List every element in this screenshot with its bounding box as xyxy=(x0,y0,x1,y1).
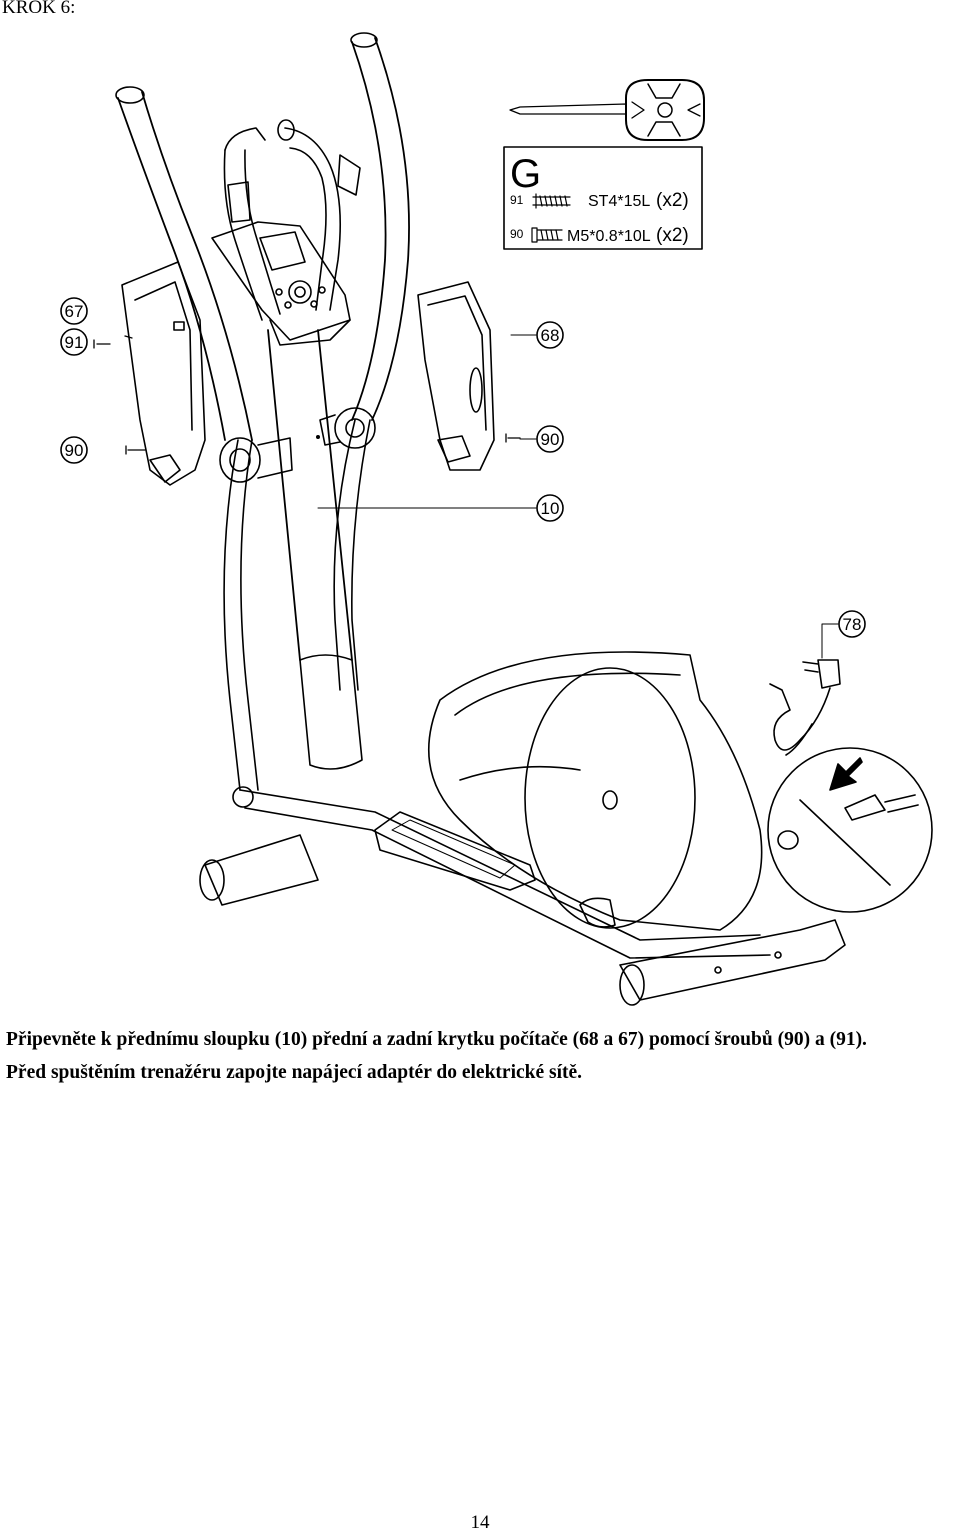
instruction-line: Před spuštěním trenažéru zapojte napájec… xyxy=(6,1062,583,1083)
part-callout-10: 10 xyxy=(536,494,564,522)
svg-text:10: 10 xyxy=(541,499,560,518)
screw-icon xyxy=(532,193,571,209)
kit-part-number: 91 xyxy=(510,193,524,207)
front-column xyxy=(267,329,363,770)
svg-text:78: 78 xyxy=(843,615,862,634)
kit-part-number: 90 xyxy=(510,227,524,241)
flywheel-housing xyxy=(428,651,763,931)
power-connection-detail xyxy=(767,747,933,913)
left-handlebar xyxy=(115,86,259,791)
right-handlebar xyxy=(333,32,410,691)
pedal xyxy=(374,811,616,928)
power-adapter-icon xyxy=(769,659,841,756)
wrench-tool-icon xyxy=(509,79,705,141)
bolt-icon xyxy=(531,227,563,243)
svg-text:90: 90 xyxy=(541,430,560,449)
console-cover-67 xyxy=(121,261,206,486)
part-callout-67: 67 xyxy=(60,297,88,325)
computer-console xyxy=(211,221,351,346)
svg-text:90: 90 xyxy=(65,441,84,460)
instructions: Připevněte k přednímu sloupku (10) předn… xyxy=(6,1023,956,1089)
kit-part-spec: M5*0.8*10L xyxy=(567,228,651,245)
hardware-kit-box: G 91 ST4*15L (x2) 90 M5*0.8*10L (x2) xyxy=(503,146,703,250)
kit-part-qty: (x2) xyxy=(656,190,689,211)
base-frame xyxy=(199,786,846,1006)
step-heading: KROK 6: xyxy=(2,0,76,18)
fixed-handlebar xyxy=(223,119,361,321)
leader-lines xyxy=(317,334,839,659)
instruction-line: Připevněte k přednímu sloupku (10) předn… xyxy=(6,1029,867,1050)
svg-text:67: 67 xyxy=(65,302,84,321)
page-number: 14 xyxy=(470,1512,490,1533)
kit-letter: G xyxy=(510,152,541,196)
kit-part-qty: (x2) xyxy=(656,225,689,246)
svg-text:68: 68 xyxy=(541,326,560,345)
part-callout-91: 91 xyxy=(60,328,88,356)
assembly-illustration: G 91 ST4*15L (x2) 90 M5*0.8*10L (x2) xyxy=(60,32,933,1006)
pivot-joints xyxy=(219,407,376,483)
part-callout-90: 90 xyxy=(536,425,564,453)
kit-part-spec: ST4*15L xyxy=(588,193,650,210)
part-callout-78: 78 xyxy=(838,610,866,638)
part-callout-90: 90 xyxy=(60,436,88,464)
svg-text:91: 91 xyxy=(65,333,84,352)
part-callout-68: 68 xyxy=(536,321,564,349)
console-cover-68 xyxy=(417,281,495,471)
power-socket-icon xyxy=(777,830,799,850)
screw-parts xyxy=(93,335,521,455)
